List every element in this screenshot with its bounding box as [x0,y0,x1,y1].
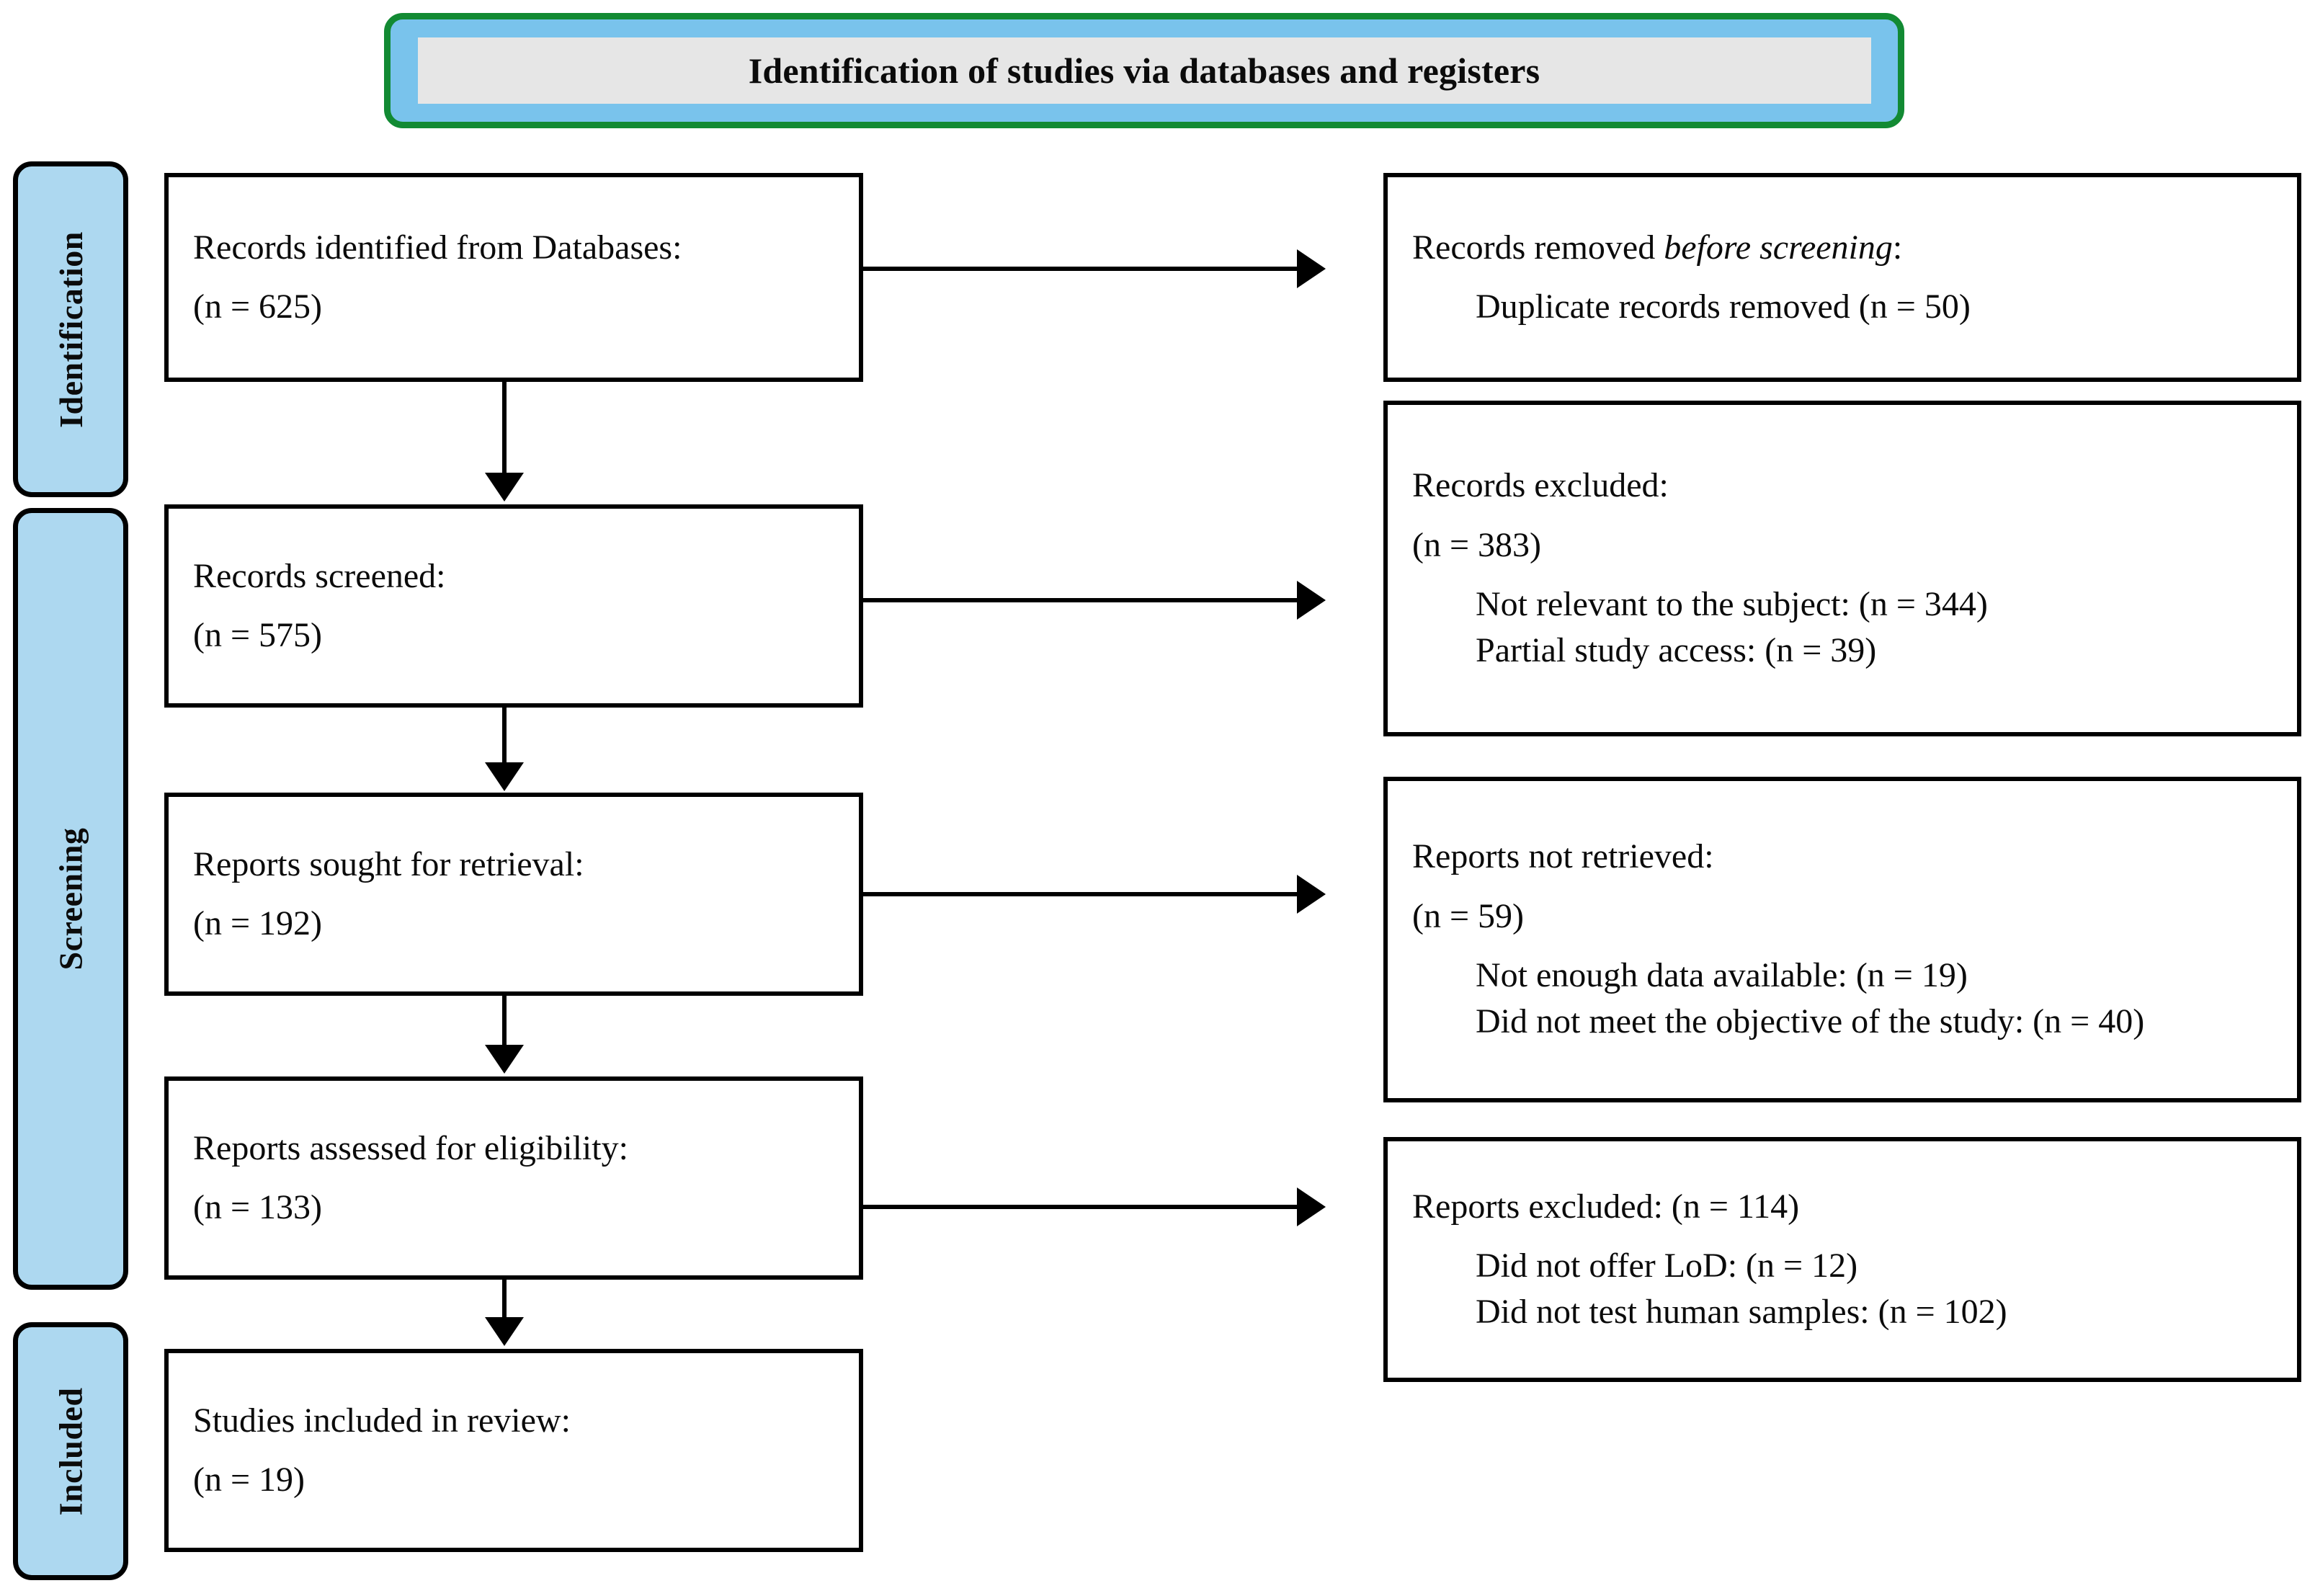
page-title: Identification of studies via databases … [748,50,1540,91]
arrow-right-assessed-to-excluded [863,1205,1298,1209]
node-count: (n = 192) [193,904,323,942]
arrow-down-identified-to-screened [502,382,507,477]
arrow-right-identified-to-removed [863,267,1298,271]
arrowhead-right-icon [1297,875,1326,914]
node-title-prefix: Records removed [1412,228,1664,267]
node-records-removed: Records removed before screening: Duplic… [1383,173,2301,382]
node-title: Reports sought for retrieval: [193,844,584,883]
arrowhead-right-icon [1297,581,1326,620]
arrowhead-right-icon [1297,249,1326,288]
diagram-header-banner: Identification of studies via databases … [384,13,1904,128]
diagram-header-inner: Identification of studies via databases … [417,37,1871,104]
node-reports-assessed: Reports assessed for eligibility: (n = 1… [164,1076,863,1280]
stage-tab-screening: Screening [13,508,128,1290]
node-detail-item: Did not meet the objective of the study:… [1476,1002,2145,1041]
node-detail-item: Did not offer LoD: (n = 12) [1476,1246,1858,1285]
stage-tab-label: Identification [52,231,89,428]
stage-tab-included: Included [13,1322,128,1580]
node-title: Records screened: [193,556,446,595]
node-title: Records excluded: [1412,466,1669,505]
node-reports-excluded: Reports excluded: (n = 114) Did not offe… [1383,1137,2301,1382]
node-detail-item: Not enough data available: (n = 19) [1476,956,1968,994]
node-title: Records removed before screening: [1412,225,2272,271]
node-records-screened: Records screened: (n = 575) [164,504,863,708]
node-count: (n = 19) [193,1461,305,1499]
node-reports-sought: Reports sought for retrieval: (n = 192) [164,793,863,996]
arrowhead-right-icon [1297,1187,1326,1226]
node-count: (n = 133) [193,1188,323,1226]
arrow-down-sought-to-assessed [502,996,507,1049]
node-count: (n = 575) [193,616,323,654]
arrowhead-down-icon [485,762,524,791]
node-detail-item: Duplicate records removed (n = 50) [1476,287,1971,326]
arrow-right-screened-to-excluded [863,598,1298,602]
stage-tab-label: Included [52,1387,89,1515]
node-records-identified: Records identified from Databases: (n = … [164,173,863,382]
stage-tab-label: Screening [52,827,89,971]
node-detail-item: Did not test human samples: (n = 102) [1476,1293,2007,1332]
node-count: (n = 625) [193,287,323,326]
node-count: (n = 383) [1412,525,1542,564]
stage-tab-identification: Identification [13,161,128,497]
node-title-emphasis: before screening [1664,228,1893,267]
arrow-down-screened-to-sought [502,708,507,767]
node-detail-item: Partial study access: (n = 39) [1476,631,1877,670]
node-title: Records identified from Databases: [193,228,682,267]
node-detail-item: Not relevant to the subject: (n = 344) [1476,585,1988,623]
node-studies-included: Studies included in review: (n = 19) [164,1349,863,1552]
node-records-excluded: Records excluded: (n = 383) Not relevant… [1383,401,2301,736]
node-title-suffix: : [1892,228,1903,267]
arrowhead-down-icon [485,1045,524,1074]
node-title: Reports assessed for eligibility: [193,1128,628,1167]
node-title: Studies included in review: [193,1401,571,1440]
node-reports-not-retrieved: Reports not retrieved: (n = 59) Not enou… [1383,777,2301,1102]
node-title: Reports not retrieved: [1412,837,1714,876]
node-title: Reports excluded: (n = 114) [1412,1187,1800,1226]
arrowhead-down-icon [485,473,524,501]
arrow-right-sought-to-notretrieved [863,892,1298,896]
node-count: (n = 59) [1412,896,1525,935]
arrowhead-down-icon [485,1317,524,1346]
arrow-down-assessed-to-included [502,1280,507,1321]
